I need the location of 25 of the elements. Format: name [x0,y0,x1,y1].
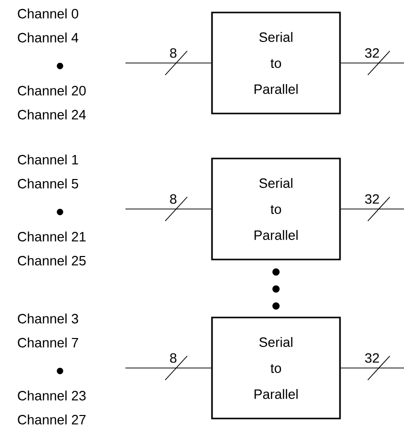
bus-line [340,208,404,210]
channel-label: Channel 23 [18,390,86,400]
channel-label: Channel 4 [18,32,78,42]
process-box: Serial to Parallel [211,12,341,114]
edge-label: 8 [170,194,176,204]
edge-label: 32 [365,353,379,363]
channel-label: Channel 0 [18,8,78,18]
bus-line [125,62,212,64]
edge-label: 8 [170,48,176,58]
channel-label: Channel 27 [18,414,86,424]
edge-label: 8 [170,353,176,363]
channel-label: Channel 1 [18,154,78,164]
channel-label: Channel 3 [18,314,78,324]
process-box: Serial to Parallel [211,158,341,260]
edge-label: 32 [365,48,379,58]
channel-label: Channel 7 [18,338,78,348]
channel-label: Channel 24 [18,110,86,120]
channel-label: Channel 21 [18,232,86,242]
bus-line [340,62,404,64]
edge-label: 32 [365,194,379,204]
bus-line [125,208,212,210]
channel-label: Channel 20 [18,86,86,96]
process-box: Serial to Parallel [211,316,341,420]
channel-label: Channel 5 [18,178,78,188]
channel-label: Channel 25 [18,256,86,266]
